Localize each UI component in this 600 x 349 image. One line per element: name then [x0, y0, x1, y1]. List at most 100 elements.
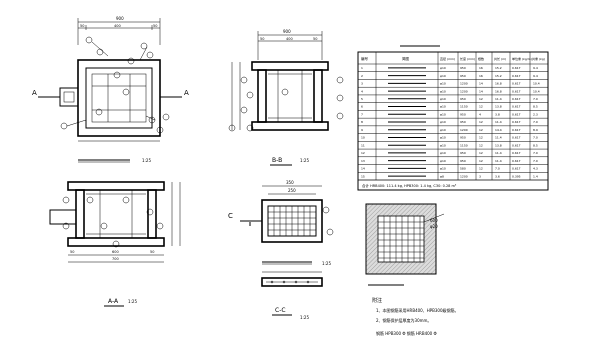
- th-total-wt: 共重 (kg): [532, 56, 545, 61]
- table-cell: 12: [479, 159, 483, 163]
- table-cell: 11.4: [495, 97, 502, 101]
- table-cell: 15.2: [495, 66, 502, 70]
- plan-dim-total: 900: [116, 16, 124, 21]
- table-cell: 0.617: [512, 143, 521, 147]
- table-cell: φ10: [440, 89, 446, 93]
- table-cell: 7.0: [533, 136, 538, 140]
- table-cell: 950: [460, 136, 466, 140]
- table-cell: 10: [361, 136, 365, 140]
- table-cell: 1200: [460, 82, 468, 86]
- table-cell: 0.617: [512, 167, 521, 171]
- table-cell: 1.4: [533, 174, 538, 178]
- table-cell: 3.8: [495, 112, 500, 116]
- table-cell: 16: [479, 74, 483, 78]
- section-aa-view: 50 600 50 700 A-A 1:25: [49, 181, 181, 307]
- table-cell: 5: [361, 97, 363, 101]
- table-cell: 16.8: [495, 89, 502, 93]
- table-cell: 11.4: [495, 151, 502, 155]
- note-1: 1、本图钢筋采用HRB400、HPB300级钢筋。: [376, 307, 459, 313]
- table-cell: 2: [361, 74, 363, 78]
- table-cell: φ10: [440, 151, 446, 155]
- table-cell: 10.4: [533, 89, 540, 93]
- th-dia: 直径 (mm): [440, 56, 455, 61]
- bb-dim-right: 50: [313, 37, 317, 41]
- section-bb-view: 900 50 400 50 B-B 1:25: [228, 29, 344, 166]
- table-cell: 3.6: [495, 174, 500, 178]
- plan-section-mark-right: A: [184, 89, 189, 97]
- section-cc-view: C-C 1:25: [261, 271, 323, 320]
- table-cell: 12: [479, 136, 483, 140]
- th-sketch: 简图: [402, 56, 410, 61]
- cover-dim-inner: 250: [288, 188, 296, 193]
- table-cell: 0.617: [512, 74, 521, 78]
- table-cell: 9.4: [533, 74, 538, 78]
- table-cell: φ10: [440, 66, 446, 70]
- table-cell: φ8: [440, 174, 444, 178]
- table-cell: 950: [460, 97, 466, 101]
- table-cell: 12: [479, 105, 483, 109]
- table-cell: 8: [361, 120, 363, 124]
- detail-bar-label: 600: [430, 218, 438, 223]
- cc-scale: 1:25: [300, 315, 309, 320]
- table-cell: 0.617: [512, 151, 521, 155]
- table-cell: φ10: [440, 167, 446, 171]
- table-cell: 1150: [460, 105, 468, 109]
- table-cell: 0.395: [512, 174, 521, 178]
- table-cell: 12: [479, 128, 483, 132]
- plan-dim-mid: 400: [114, 24, 121, 28]
- table-cell: 0.617: [512, 89, 521, 93]
- table-cell: 11: [361, 143, 365, 147]
- detail-bar-dia: φ20: [430, 224, 438, 229]
- table-cell: 7.0: [533, 120, 538, 124]
- table-cell: φ10: [440, 128, 446, 132]
- table-cell: 16.8: [495, 82, 502, 86]
- table-cell: 12: [361, 151, 365, 155]
- th-total-len: 共长 (m): [494, 56, 506, 61]
- table-cell: 9: [361, 128, 363, 132]
- th-unit-wt: 单位重 (kg/m): [512, 56, 532, 61]
- table-cell: 12: [479, 97, 483, 101]
- table-cell: 0.617: [512, 105, 521, 109]
- table-cell: 7.0: [495, 167, 500, 171]
- table-cell: 4: [361, 89, 363, 93]
- table-cell: 14.4: [495, 128, 502, 132]
- table-cell: 950: [460, 66, 466, 70]
- table-cell: 12: [479, 143, 483, 147]
- table-cell: φ10: [440, 105, 446, 109]
- table-cell: φ10: [440, 97, 446, 101]
- aa-scale: 1:25: [128, 299, 137, 304]
- table-cell: φ10: [440, 143, 446, 147]
- notes-legend: 钢筋 HPB300 Φ 钢筋 HRB400 Φ: [376, 330, 437, 336]
- table-cell: 4: [479, 112, 481, 116]
- table-cell: 8.5: [533, 143, 538, 147]
- aa-dim-3: 50: [150, 250, 154, 254]
- table-cell: φ10: [440, 74, 446, 78]
- table-cell: 950: [460, 74, 466, 78]
- cc-title: C-C: [275, 307, 286, 314]
- note-2: 2、钢筋保护层厚度为30mm。: [376, 317, 431, 323]
- table-cell: 0.617: [512, 112, 521, 116]
- table-cell: 11.4: [495, 120, 502, 124]
- table-cell: 1200: [460, 174, 468, 178]
- table-cell: 3: [479, 174, 481, 178]
- table-cell: 12: [479, 151, 483, 155]
- table-cell: 13.8: [495, 143, 502, 147]
- table-cell: 15: [361, 174, 365, 178]
- bb-title: B-B: [272, 157, 282, 164]
- detail-view: 600 φ20: [365, 203, 445, 286]
- th-no: 编号: [361, 56, 369, 61]
- table-cell: 0.617: [512, 97, 521, 101]
- bb-dim-left: 50: [260, 37, 264, 41]
- table-cell: 13.8: [495, 105, 502, 109]
- table-cell: 950: [460, 112, 466, 116]
- table-cell: 950: [460, 151, 466, 155]
- table-cell: 8.5: [533, 105, 538, 109]
- table-cell: 12: [479, 120, 483, 124]
- table-cell: 4.3: [533, 167, 538, 171]
- table-cell: 7.0: [533, 159, 538, 163]
- table-cell: 7.0: [533, 151, 538, 155]
- plan-section-mark-left: A: [32, 89, 37, 97]
- table-cell: φ10: [440, 136, 446, 140]
- table-cell: 1: [361, 66, 363, 70]
